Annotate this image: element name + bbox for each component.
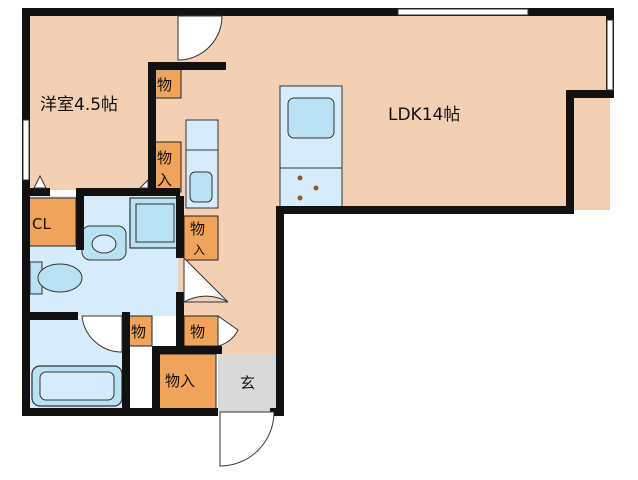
storage-bath-left-label: 物 [131,323,146,341]
storage-bedroom-top-label: 物 [157,76,172,94]
western-room-floor [28,14,152,190]
storage-bedroom-closet-label-2: 入 [157,171,172,189]
storage-hall [183,215,219,261]
storage-entry [157,353,217,411]
window-top [397,8,529,16]
shower-unit [129,197,181,249]
doors [81,15,275,467]
storage-hall-label-1: 物 [190,220,205,238]
storage-bath-left [127,315,153,347]
storage-bedroom-closet [152,141,182,193]
entrance-label: 玄 [240,374,255,392]
closet-label: CL [32,215,51,233]
storage-entry-label: 物入 [165,372,195,390]
storage-hall-label-2: 入 [193,243,205,257]
ldk-floor [150,14,610,210]
kitchen-sink [287,97,335,139]
window-right [606,19,614,91]
entrance-floor [218,354,278,412]
western-room-label: 洋室4.5帖 [40,95,118,115]
window-left [22,119,30,181]
stove-burner-icon [313,185,319,191]
ldk-label: LDK14帖 [388,105,460,125]
appliance-sink [189,171,213,203]
stove-burner-icon [297,195,303,201]
toilet-bowl [37,263,83,293]
stove-burner-icon [297,175,303,181]
storage-bath-right-label: 物 [190,323,205,341]
storage-bedroom-closet-label-1: 物 [157,149,172,167]
